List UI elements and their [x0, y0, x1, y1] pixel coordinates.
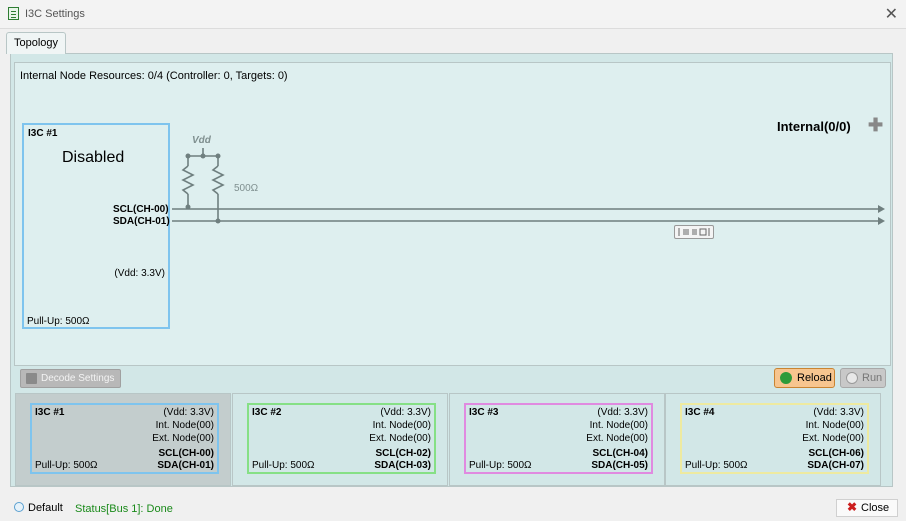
node-vdd: (Vdd: 3.3V): [114, 268, 165, 279]
node-title: I3C #1: [28, 128, 58, 139]
node-card-pullup: Pull-Up: 500Ω: [469, 460, 532, 471]
reload-icon: [780, 372, 792, 384]
resistor-label: 500Ω: [234, 183, 259, 194]
reload-label: Reload: [797, 372, 832, 384]
internal-label: Internal(0/0): [777, 119, 851, 134]
node-card-1[interactable]: I3C #1 (Vdd: 3.3V) Int. Node(00) Ext. No…: [15, 393, 231, 486]
node-card-vdd: (Vdd: 3.3V): [163, 407, 214, 418]
node-card-pullup: Pull-Up: 500Ω: [685, 460, 748, 471]
node-card-ext: Ext. Node(00): [802, 433, 864, 444]
node-card-title: I3C #3: [469, 407, 499, 418]
node-card-pullup: Pull-Up: 500Ω: [252, 460, 315, 471]
node-card-ext: Ext. Node(00): [152, 433, 214, 444]
window-title: I3C Settings: [25, 8, 85, 20]
node-card-sda: SDA(CH-01): [157, 460, 214, 471]
decode-icon: [26, 373, 37, 384]
node-card-sda: SDA(CH-05): [591, 460, 648, 471]
node-card-vdd: (Vdd: 3.3V): [813, 407, 864, 418]
node-card-vdd: (Vdd: 3.3V): [380, 407, 431, 418]
node-pullup: Pull-Up: 500Ω: [27, 316, 90, 327]
node-card-scl: SCL(CH-06): [808, 448, 864, 459]
node-card-pullup: Pull-Up: 500Ω: [35, 460, 98, 471]
node-card-3[interactable]: I3C #3 (Vdd: 3.3V) Int. Node(00) Ext. No…: [449, 393, 665, 486]
selected-node-box[interactable]: I3C #1 Disabled (Vdd: 3.3V) Pull-Up: 500…: [22, 123, 170, 329]
status-text: Status[Bus 1]: Done: [75, 503, 173, 515]
node-card-2[interactable]: I3C #2 (Vdd: 3.3V) Int. Node(00) Ext. No…: [232, 393, 448, 486]
node-card-title: I3C #1: [35, 407, 65, 418]
play-icon: [846, 372, 858, 384]
run-label: Run: [862, 372, 883, 384]
decode-settings-label: Decode Settings: [41, 373, 115, 384]
default-button[interactable]: Default: [9, 499, 68, 517]
node-card-ext: Ext. Node(00): [369, 433, 431, 444]
decode-settings-button[interactable]: Decode Settings: [20, 369, 121, 388]
scl-label: SCL(CH-00): [113, 204, 169, 215]
run-button[interactable]: Run: [840, 368, 886, 388]
sda-label: SDA(CH-01): [113, 216, 170, 227]
node-card-title: I3C #2: [252, 407, 282, 418]
node-card-ext: Ext. Node(00): [586, 433, 648, 444]
node-card-int: Int. Node(00): [372, 420, 431, 431]
close-label: Close: [861, 502, 890, 514]
node-status: Disabled: [62, 149, 125, 166]
close-button[interactable]: ✖ Close: [836, 499, 898, 517]
vdd-label: Vdd: [192, 135, 212, 146]
resource-summary: Internal Node Resources: 0/4 (Controller…: [20, 70, 288, 82]
title-bar: I3C Settings ✕: [0, 0, 906, 29]
reload-button[interactable]: Reload: [774, 368, 835, 388]
node-card-frame: I3C #4 (Vdd: 3.3V) Int. Node(00) Ext. No…: [680, 403, 869, 474]
add-icon[interactable]: ✚: [868, 115, 884, 135]
node-card-frame: I3C #2 (Vdd: 3.3V) Int. Node(00) Ext. No…: [247, 403, 436, 474]
node-card-scl: SCL(CH-02): [375, 448, 431, 459]
node-card-scl: SCL(CH-00): [158, 448, 214, 459]
node-card-frame: I3C #3 (Vdd: 3.3V) Int. Node(00) Ext. No…: [464, 403, 653, 474]
node-card-int: Int. Node(00): [805, 420, 864, 431]
node-card-4[interactable]: I3C #4 (Vdd: 3.3V) Int. Node(00) Ext. No…: [665, 393, 881, 486]
bus-marker-icon[interactable]: [674, 225, 714, 239]
tab-topology[interactable]: Topology: [6, 32, 66, 54]
default-icon: [14, 502, 24, 512]
close-icon: ✖: [847, 500, 858, 514]
node-card-scl: SCL(CH-04): [592, 448, 648, 459]
node-card-title: I3C #4: [685, 407, 715, 418]
default-label: Default: [28, 502, 63, 514]
node-card-int: Int. Node(00): [589, 420, 648, 431]
node-card-sda: SDA(CH-07): [807, 460, 864, 471]
node-card-vdd: (Vdd: 3.3V): [597, 407, 648, 418]
close-icon[interactable]: ✕: [884, 6, 898, 23]
node-card-int: Int. Node(00): [155, 420, 214, 431]
document-list-icon: [8, 7, 19, 20]
node-card-sda: SDA(CH-03): [374, 460, 431, 471]
node-card-frame: I3C #1 (Vdd: 3.3V) Int. Node(00) Ext. No…: [30, 403, 219, 474]
